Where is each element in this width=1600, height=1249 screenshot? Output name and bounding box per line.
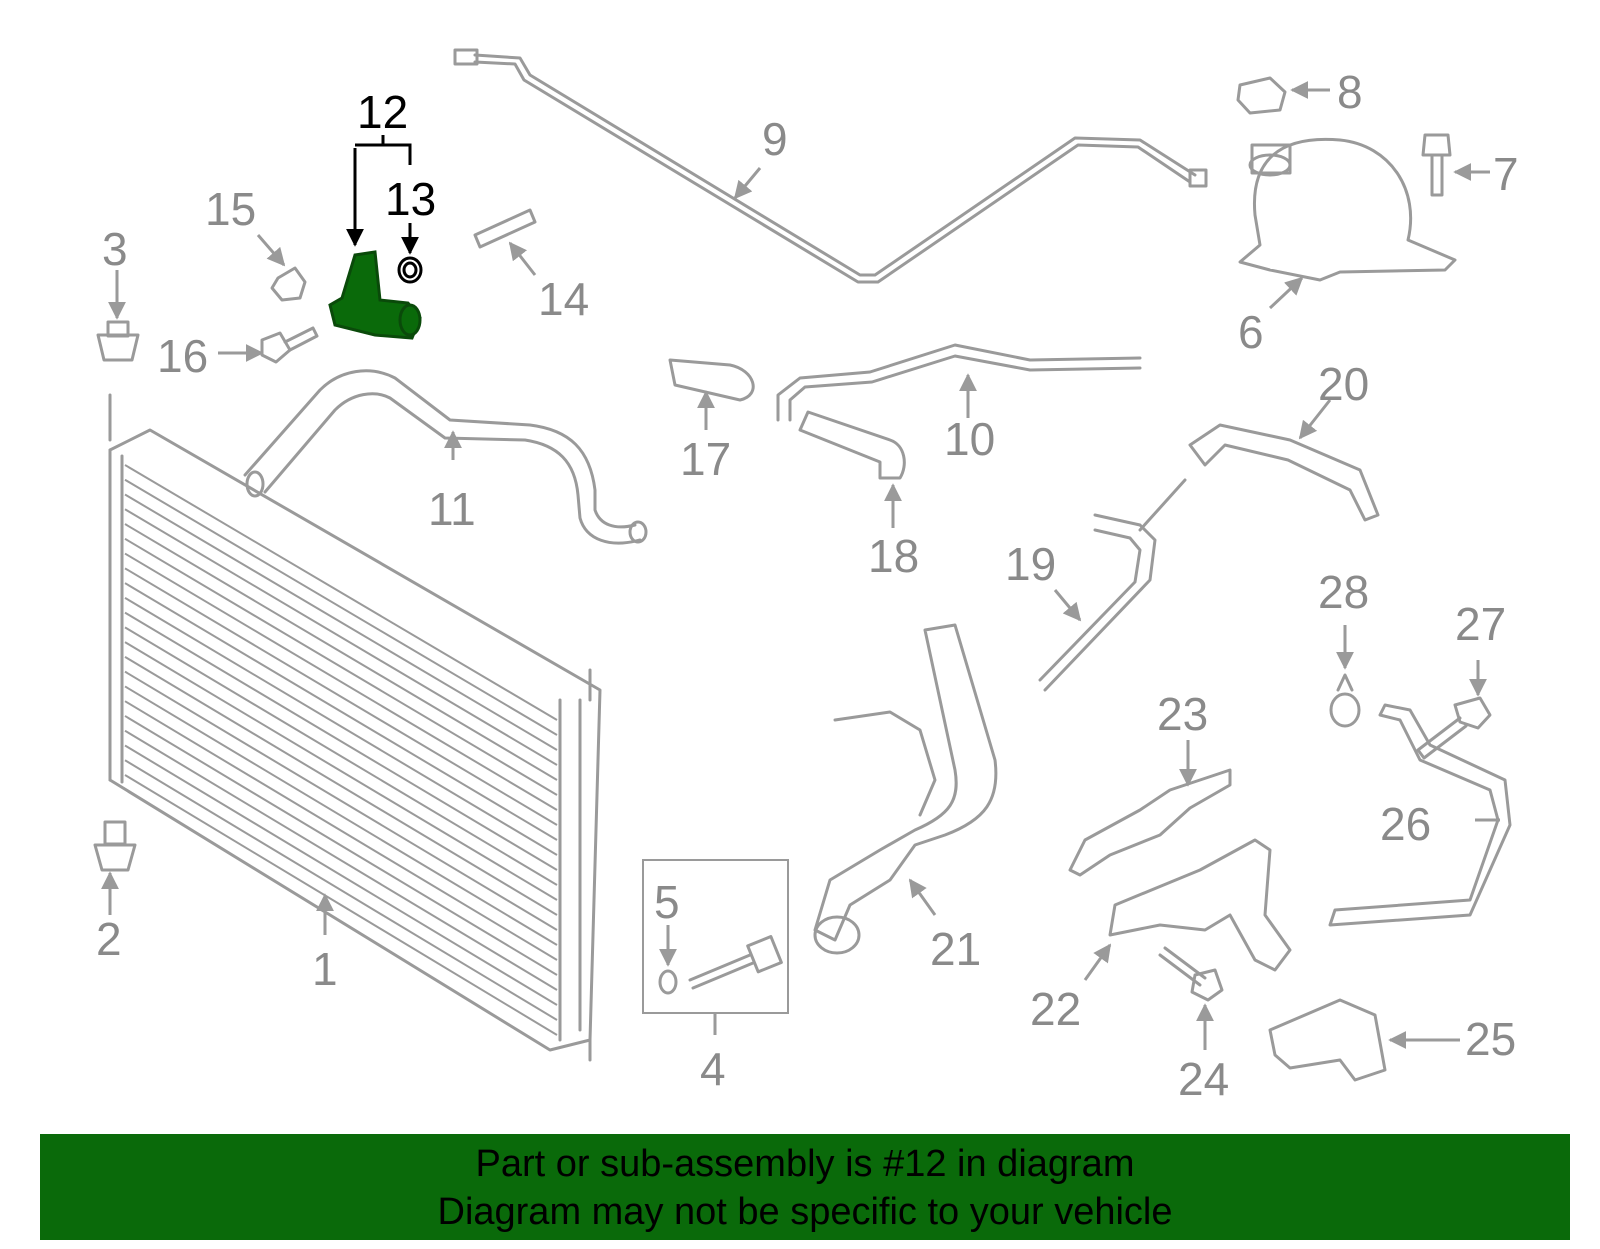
radiator-fin [124,582,558,841]
coolant-reservoir-part [1238,137,1457,282]
hose-part-20 [1188,423,1380,522]
radiator-fin [124,523,558,781]
radiator-fin [124,715,558,976]
radiator-fin [124,508,558,766]
bolt-part-16 [260,326,319,364]
callout-18: 18 [868,530,919,582]
hose-part-19 [1038,478,1187,692]
callout-28: 28 [1318,566,1369,618]
callout-2: 2 [96,913,122,965]
callout-4: 4 [700,1043,726,1095]
nut-part-15 [270,266,307,302]
radiator-fin [124,611,558,871]
radiator-fin [124,567,558,826]
callout-7: 7 [1493,148,1519,200]
radiator-fin [124,685,558,946]
info-banner: Part or sub-assembly is #12 in diagram D… [40,1134,1570,1240]
radiator-fin [124,729,558,991]
bolt-part-24 [1158,946,1224,1002]
banner-line-1: Part or sub-assembly is #12 in diagram [475,1143,1135,1185]
radiator-fin [124,670,558,931]
radiator-fin [124,759,558,1021]
callout-1: 1 [312,943,338,995]
o-ring-part-13 [397,256,423,284]
callout-13: 13 [385,173,436,225]
drain-plug-part [658,935,783,995]
radiator-fin [124,478,558,736]
callout-14: 14 [538,273,589,325]
callout-12: 12 [357,86,408,138]
callout-21: 21 [930,923,981,975]
housing-part-25 [1268,998,1387,1082]
radiator-fin [124,626,558,886]
radiator-fin [124,537,558,796]
bolt-part-7 [1421,133,1452,197]
hose-part-18 [798,410,906,480]
callout-15: 15 [205,183,256,235]
radiator-fin [124,596,558,856]
radiator-fin [124,641,558,901]
radiator-fin [124,464,558,721]
callout-20: 20 [1318,358,1369,410]
callout-23: 23 [1157,688,1208,740]
callout-24: 24 [1178,1053,1229,1105]
radiator-fin [124,656,558,916]
radiator-fin [124,552,558,811]
banner-line-2: Diagram may not be specific to your vehi… [437,1191,1173,1233]
radiator-fin [124,700,558,961]
radiator-part [108,393,602,1062]
callout-22: 22 [1030,983,1081,1035]
gasket-part-23 [1068,768,1232,877]
grommet-part-3 [96,320,140,362]
callout-6: 6 [1238,306,1264,358]
highlighted-part-12 [328,250,422,340]
callout-3: 3 [102,223,128,275]
callout-17: 17 [680,433,731,485]
clamp-part-28 [1329,673,1361,728]
coolant-line-part-9 [453,48,1208,284]
bolt-part-27 [1416,696,1492,760]
callout-8: 8 [1337,66,1363,118]
radiator-fin [124,774,558,1036]
hose-part-17 [668,358,755,402]
radiator-fin [124,744,558,1006]
hose-part-21 [813,623,998,955]
callout-9: 9 [762,113,788,165]
hose-part-14 [473,208,537,249]
radiator-fin [124,493,558,751]
reservoir-cap-part [1236,76,1287,115]
callout-19: 19 [1005,538,1056,590]
bracket-part-22 [1108,838,1292,972]
radiator-hose-part-11 [243,369,648,545]
callout-27: 27 [1455,598,1506,650]
hose-part-26 [1328,703,1512,927]
callout-25: 25 [1465,1013,1516,1065]
callout-26: 26 [1380,798,1431,850]
callout-10: 10 [944,413,995,465]
callout-16: 16 [157,330,208,382]
coolant-hose-part-10 [776,343,1142,422]
grommet-part-2 [93,820,137,872]
callout-11: 11 [428,483,476,535]
callout-5: 5 [654,876,680,928]
